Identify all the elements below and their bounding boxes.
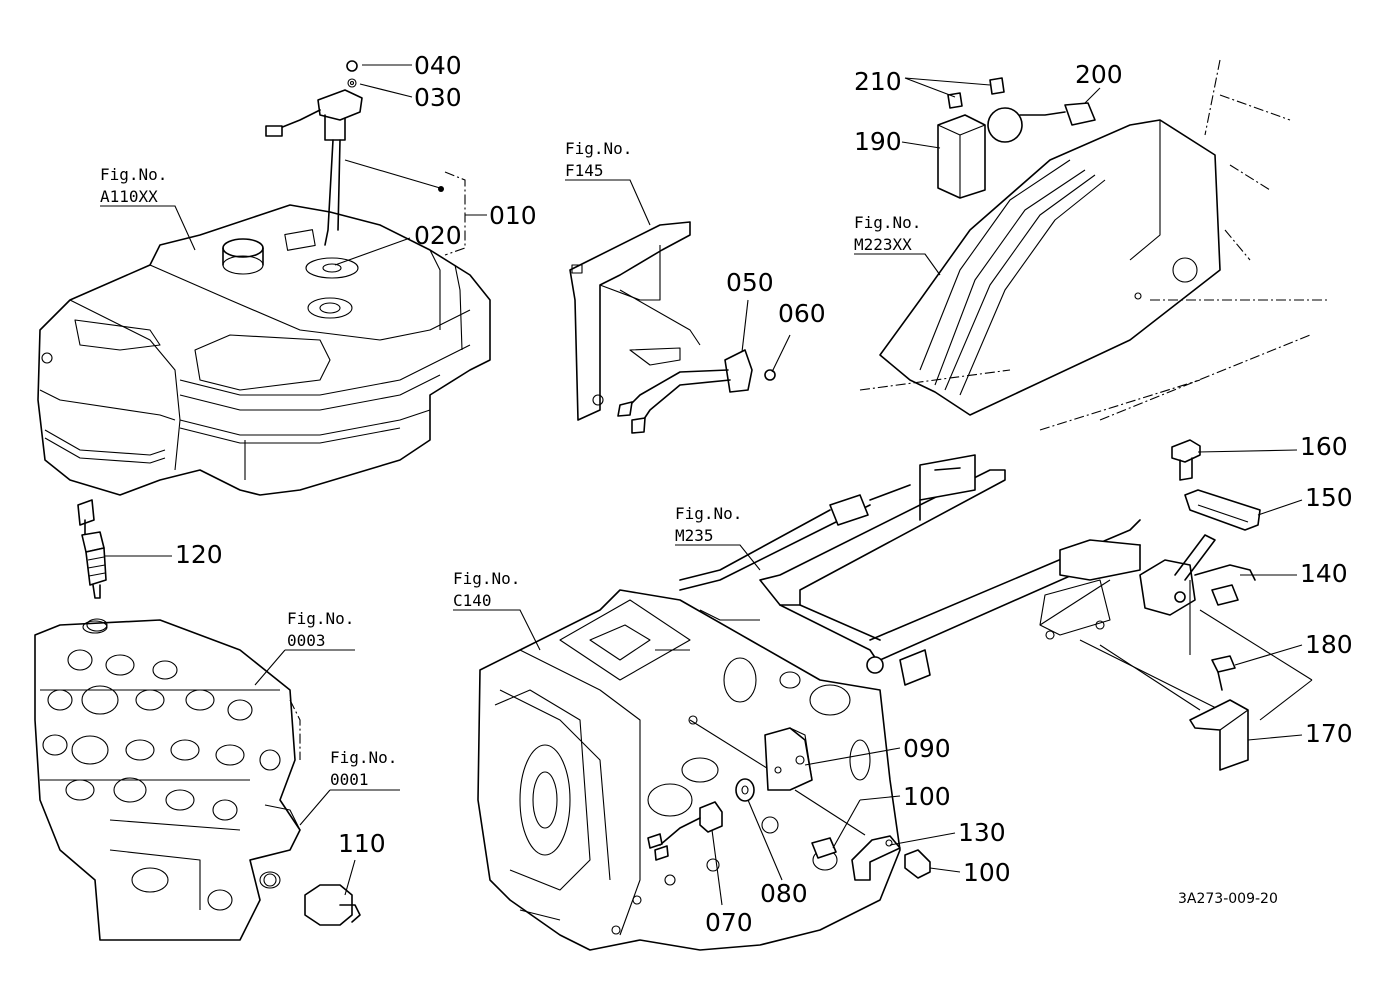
part-label: 130 bbox=[958, 818, 1006, 847]
fig-ref-c140-line2: C140 bbox=[453, 591, 492, 610]
part-label: 140 bbox=[1300, 559, 1348, 588]
part-label: 170 bbox=[1305, 719, 1353, 748]
fig-ref-0003-line1: Fig.No. bbox=[287, 609, 354, 628]
part-label: 200 bbox=[1075, 60, 1123, 89]
fig-ref-f145-line2: F145 bbox=[565, 161, 604, 180]
fig-ref-m223xx-line2: M223XX bbox=[854, 235, 912, 254]
part-label: 050 bbox=[726, 268, 774, 297]
part-label: 010 bbox=[489, 201, 537, 230]
diagram-code: 3A273-009-20 bbox=[1178, 891, 1278, 907]
fig-reference-labels: Fig.No. A110XX Fig.No. F145 Fig.No. M223… bbox=[100, 139, 921, 789]
part-label: 150 bbox=[1305, 483, 1353, 512]
part-label: 160 bbox=[1300, 432, 1348, 461]
transmission-drawing bbox=[477, 589, 901, 951]
fuel-sender-drawing bbox=[265, 60, 444, 246]
fig-ref-m223xx-line1: Fig.No. bbox=[854, 213, 921, 232]
part-number-labels: 040 030 010 020 050 060 210 200 190 160 … bbox=[175, 51, 1353, 937]
fig-ref-m235-line1: Fig.No. bbox=[675, 504, 742, 523]
part-label: 190 bbox=[854, 127, 902, 156]
part-label: 120 bbox=[175, 540, 223, 569]
seat-switch-drawing bbox=[1139, 439, 1313, 771]
linkage-drawing bbox=[679, 454, 1221, 711]
part-label: 080 bbox=[760, 879, 808, 908]
fig-ref-0001-line2: 0001 bbox=[330, 770, 369, 789]
part-label: 040 bbox=[414, 51, 462, 80]
part-label: 030 bbox=[414, 83, 462, 112]
fig-ref-a110xx-line1: Fig.No. bbox=[100, 165, 167, 184]
part-label: 100 bbox=[963, 858, 1011, 887]
part-label: 090 bbox=[903, 734, 951, 763]
part-label: 070 bbox=[705, 908, 753, 937]
part-label: 020 bbox=[414, 221, 462, 250]
part-label: 100 bbox=[903, 782, 951, 811]
brake-switch-drawing bbox=[647, 727, 931, 881]
part-label: 110 bbox=[338, 829, 386, 858]
f145-bracket-drawing bbox=[569, 221, 776, 434]
fig-ref-c140-line1: Fig.No. bbox=[453, 569, 520, 588]
fuel-tank-drawing bbox=[37, 204, 491, 496]
fig-ref-f145-line1: Fig.No. bbox=[565, 139, 632, 158]
fender-drawing bbox=[859, 59, 1330, 431]
fig-ref-0001-line1: Fig.No. bbox=[330, 748, 397, 767]
temperature-sensor-drawing bbox=[77, 499, 361, 926]
part-label: 060 bbox=[778, 299, 826, 328]
leader-lines bbox=[100, 64, 1303, 906]
engine-block-drawing bbox=[34, 619, 301, 941]
fig-ref-m235-line2: M235 bbox=[675, 526, 714, 545]
fig-ref-a110xx-line2: A110XX bbox=[100, 187, 158, 206]
fig-ref-0003-line2: 0003 bbox=[287, 631, 326, 650]
part-label: 210 bbox=[854, 67, 902, 96]
part-label: 180 bbox=[1305, 630, 1353, 659]
